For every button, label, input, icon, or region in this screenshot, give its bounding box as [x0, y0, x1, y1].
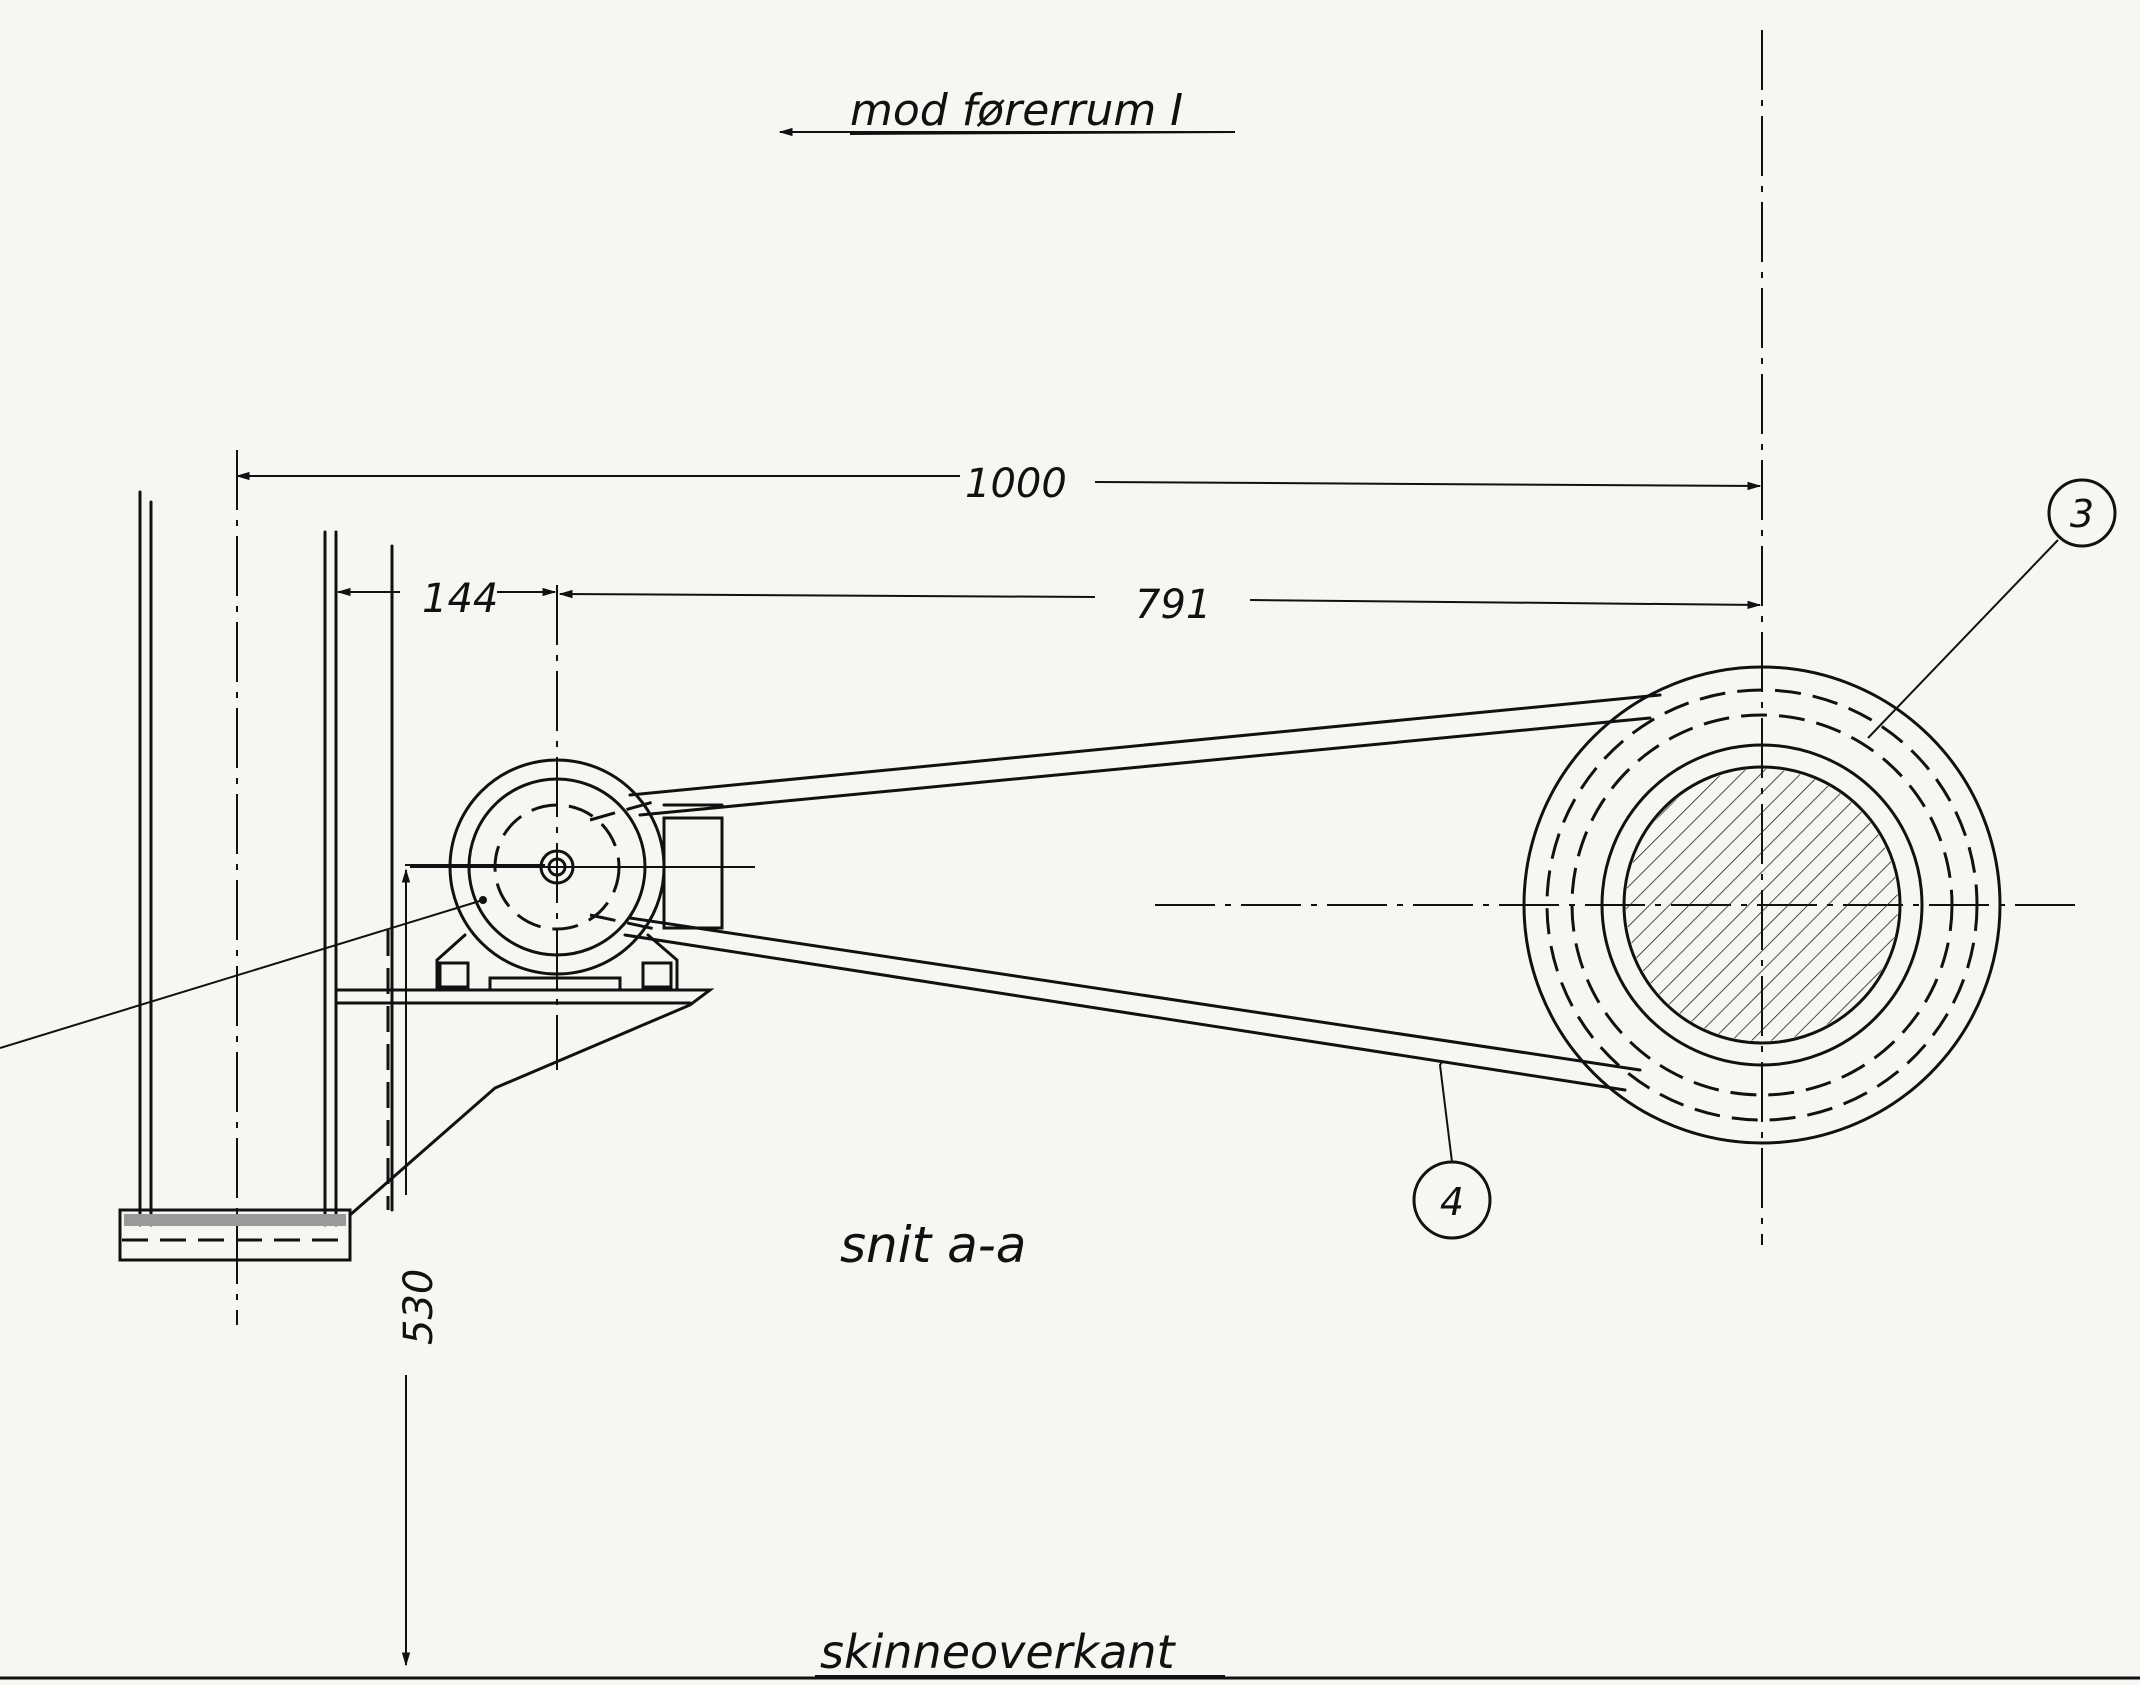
- motor-foot-right: [646, 933, 679, 990]
- frame-structure: [118, 450, 715, 1325]
- balloon-4-label: 4: [1440, 1180, 1464, 1224]
- pulley-leader-dot: [479, 896, 487, 904]
- dim-791-label: 791: [1135, 582, 1211, 628]
- axle-pulley-hub-outer: [1600, 743, 1924, 1067]
- belt-upper-inner: [638, 716, 1652, 817]
- balloon-3-leader: [1867, 539, 2059, 739]
- direction-note: mod førerrum I: [778, 85, 1235, 137]
- direction-note-underline: [849, 131, 1236, 135]
- dim-791-right: [1249, 599, 1762, 610]
- axle-pulley-hub-inner: [1622, 765, 1902, 1045]
- dim-791-left: [558, 589, 1096, 599]
- belt-lower-outer: [623, 933, 1627, 1092]
- dim-144-label: 144: [422, 576, 498, 622]
- axle-pulley-groove-outer: [1545, 688, 1979, 1122]
- v-belt: [589, 693, 1662, 1092]
- dimension-height: 530: [386, 864, 545, 1667]
- belt-hidden-lower: [589, 913, 661, 932]
- direction-note-text: mod førerrum I: [850, 85, 1183, 136]
- bolt-left: [438, 961, 470, 989]
- dim-530-label: 530: [396, 1269, 442, 1345]
- balloon-3-label: 3: [2070, 492, 2094, 536]
- axle-section-hatch: [1626, 769, 1898, 1041]
- base-plate-weld: [124, 1214, 346, 1226]
- dimension-offsets: 144 791: [336, 576, 1762, 628]
- section-label: snit a-a: [840, 1216, 1026, 1274]
- axle-pulley-outer: [1522, 665, 2002, 1145]
- pulley-leader-line: [0, 899, 484, 1049]
- motor-foot-plate: [488, 976, 622, 992]
- axle-pulley-groove-inner: [1570, 713, 1954, 1097]
- bolt-right: [641, 961, 673, 989]
- belt-lower-inner: [628, 916, 1642, 1072]
- balloon-3-circle: [2047, 478, 2117, 548]
- balloon-4-leader: [1438, 1061, 1453, 1163]
- motor-assembly: [410, 585, 755, 1070]
- balloon-item-4: 4: [1412, 1061, 1492, 1240]
- base-plate: [118, 1208, 352, 1262]
- motor-body: [662, 816, 724, 930]
- dimension-total-width: 1000: [235, 461, 1762, 507]
- belt-hidden-upper: [589, 798, 661, 822]
- rail-label: skinneoverkant: [820, 1625, 1177, 1679]
- belt-upper-outer: [628, 693, 1662, 797]
- dim-1000-right: [1094, 481, 1762, 491]
- axle-pulley: [1522, 665, 2002, 1145]
- dim-1000-label: 1000: [965, 461, 1067, 507]
- motor-foot-left: [435, 933, 467, 990]
- balloon-item-3: 3: [1867, 478, 2117, 739]
